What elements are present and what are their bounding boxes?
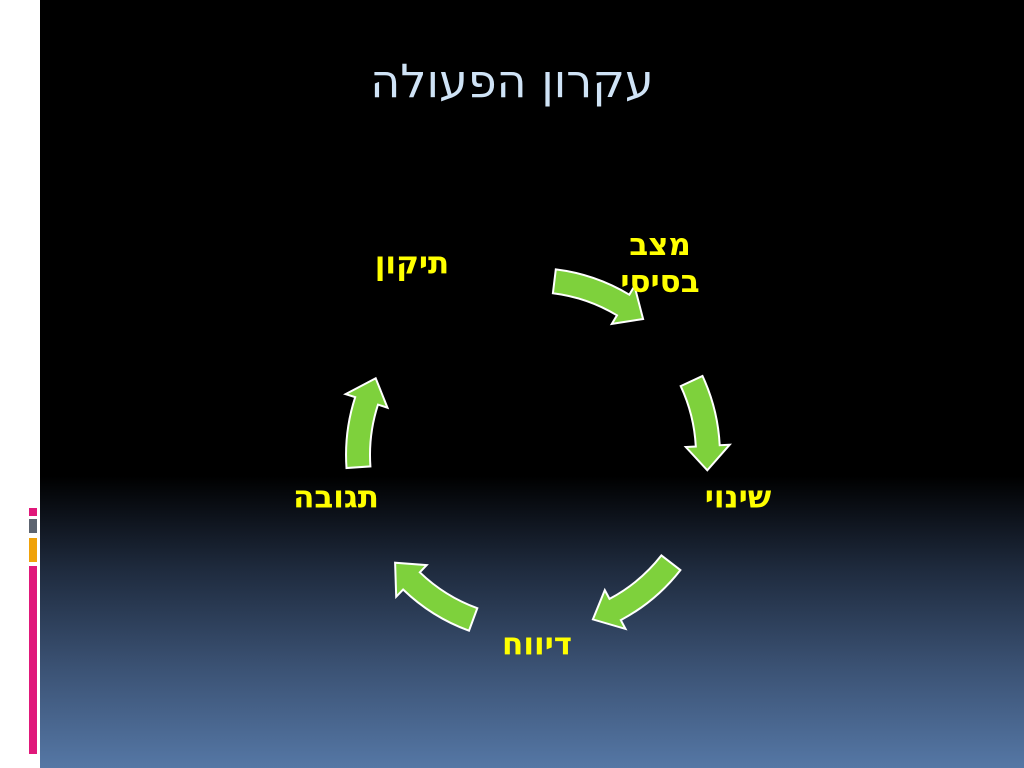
cycle-node-label-line: בסיסי [620, 264, 700, 300]
cycle-node-label-line: תגובה [293, 479, 379, 516]
cycle-node-feedback: תגובה [293, 479, 379, 516]
cycle-arrow [679, 374, 733, 472]
cycle-node-label-line: תיקון [374, 245, 450, 282]
cycle-node-label-line: דיווח [502, 626, 572, 663]
cycle-arrow [394, 561, 479, 632]
cycle-arrow [551, 268, 645, 326]
cycle-node-label-line: מצב [629, 226, 691, 263]
cycle-node-label-line: שינוי [704, 479, 772, 516]
cycle-arrow [591, 554, 682, 631]
cycle-arrow [343, 376, 390, 470]
slide-title: עקרון הפעולה [370, 54, 654, 108]
decor-bar-gray [29, 519, 37, 533]
decor-bar-orange [29, 538, 37, 562]
decor-bar [35, 42, 38, 120]
decor-bar [21, 42, 26, 120]
decor-bar [29, 42, 33, 120]
slide-background [40, 0, 1024, 768]
decor-bar-magenta-small [29, 508, 37, 516]
decor-bar-magenta [29, 566, 37, 754]
cycle-node-report: דיווח [502, 626, 572, 663]
cycle-node-change: שינוי [705, 479, 771, 516]
cycle-node-correction: תיקון [375, 245, 449, 282]
